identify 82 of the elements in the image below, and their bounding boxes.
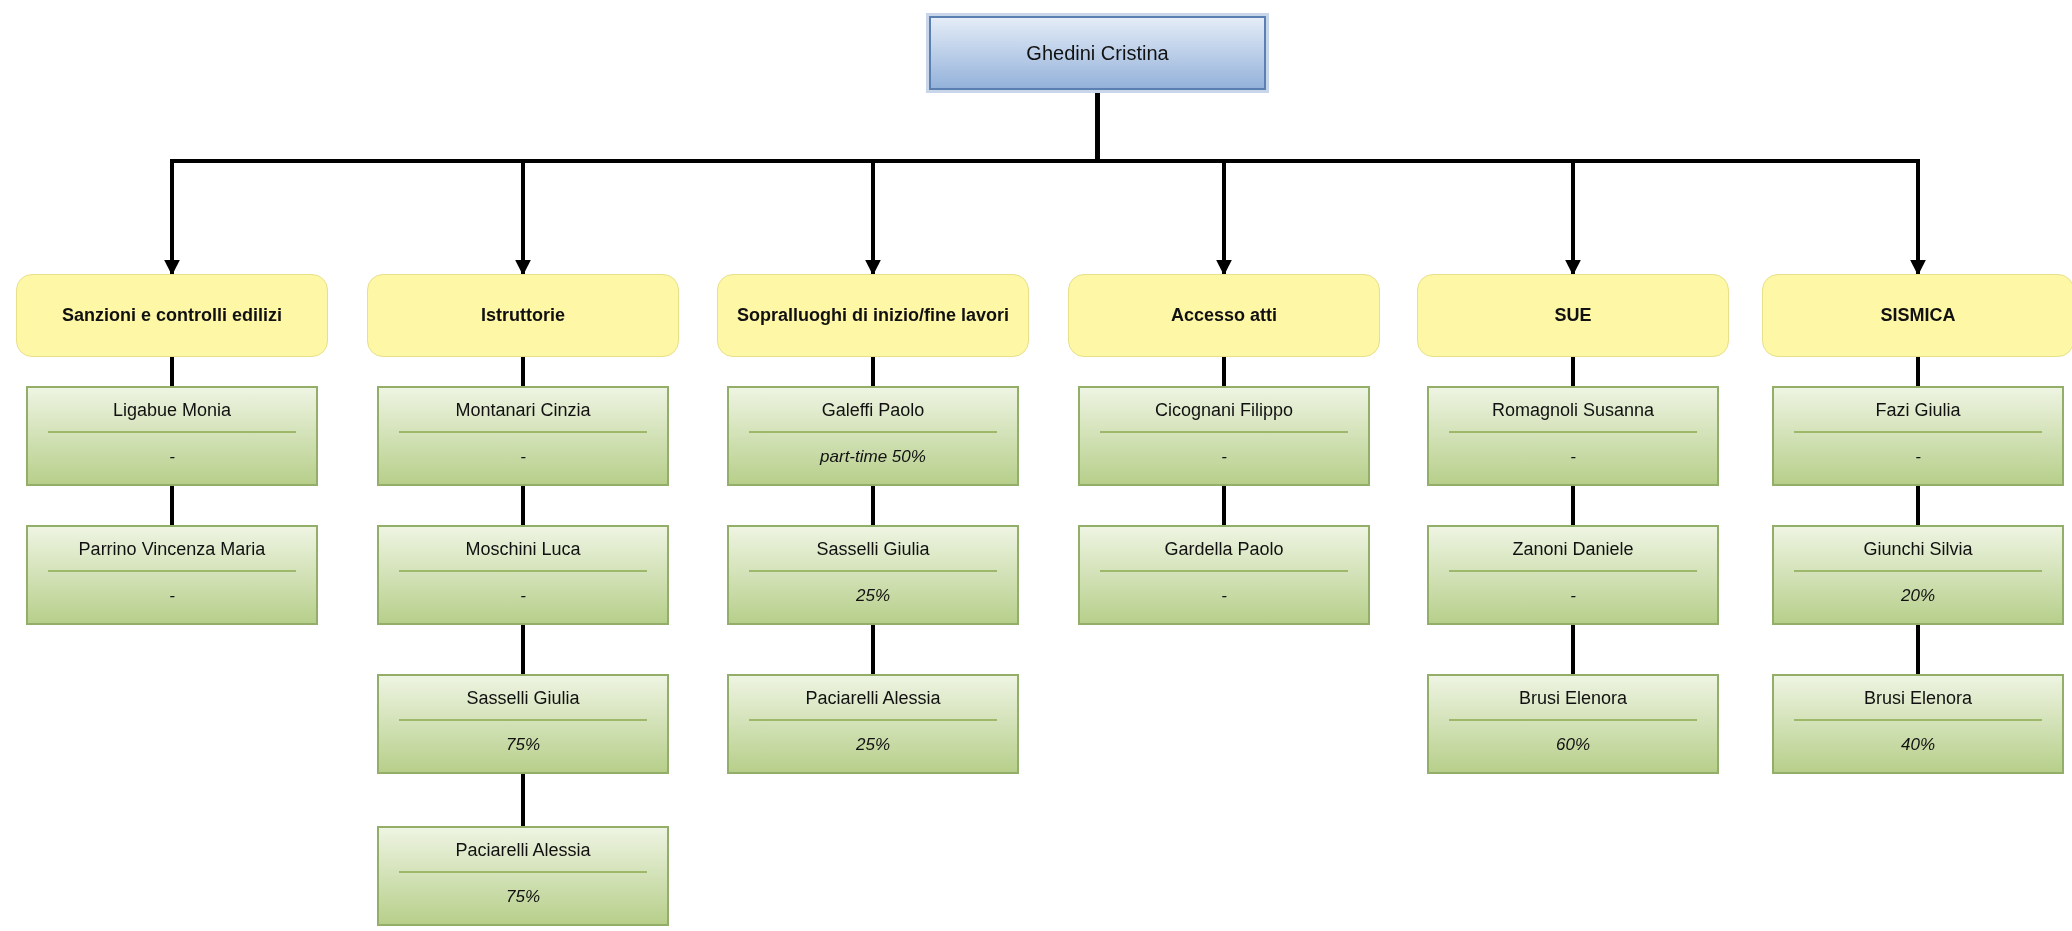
connector-line xyxy=(1571,625,1575,674)
connector-line xyxy=(1916,357,1920,386)
staff-box xyxy=(727,386,1019,486)
staff-box xyxy=(26,386,318,486)
staff-box xyxy=(727,525,1019,625)
staff-name: Moschini Luca xyxy=(465,539,581,560)
department-box xyxy=(1762,274,2072,357)
connector-line xyxy=(170,486,174,525)
staff-name: Cicognani Filippo xyxy=(1154,400,1294,421)
staff-name: Galeffi Paolo xyxy=(821,400,925,421)
staff-allocation: 75% xyxy=(506,887,540,907)
staff-name: Gardella Paolo xyxy=(1164,539,1284,560)
connector-line xyxy=(1222,486,1226,525)
connector-line xyxy=(871,357,875,386)
staff-name: Brusi Elenora xyxy=(1518,688,1628,709)
staff-allocation: 20% xyxy=(1901,586,1935,606)
department-box xyxy=(717,274,1029,357)
staff-allocation: part-time 50% xyxy=(820,447,926,467)
staff-name: Ligabue Monia xyxy=(112,400,232,421)
staff-name: Montanari Cinzia xyxy=(455,400,591,421)
staff-box xyxy=(1078,386,1370,486)
staff-box xyxy=(377,525,669,625)
connector-line xyxy=(521,357,525,386)
department-box xyxy=(1417,274,1729,357)
staff-name: Paciarelli Alessia xyxy=(455,840,591,861)
department-name: Sopralluoghi di inizio/fine lavori xyxy=(737,305,1009,326)
connector-line xyxy=(521,486,525,525)
staff-box xyxy=(377,386,669,486)
staff-allocation: 40% xyxy=(1901,735,1935,755)
staff-box xyxy=(1427,525,1719,625)
staff-box xyxy=(377,826,669,926)
staff-allocation: - xyxy=(169,586,175,606)
department-name: Istruttorie xyxy=(481,305,565,326)
staff-allocation: - xyxy=(520,586,526,606)
manager-box xyxy=(929,16,1266,90)
staff-allocation: - xyxy=(1570,447,1576,467)
staff-box xyxy=(1427,386,1719,486)
staff-allocation: - xyxy=(1915,447,1921,467)
department-box xyxy=(1068,274,1380,357)
staff-allocation: - xyxy=(520,447,526,467)
staff-name: Giunchi Silvia xyxy=(1863,539,1973,560)
department-box xyxy=(16,274,328,357)
staff-name: Fazi Giulia xyxy=(1875,400,1961,421)
connector-line xyxy=(871,625,875,674)
staff-allocation: 25% xyxy=(856,735,890,755)
connector-line xyxy=(871,486,875,525)
staff-allocation: 75% xyxy=(506,735,540,755)
staff-box xyxy=(1427,674,1719,774)
connector-line xyxy=(1916,625,1920,674)
connector-line xyxy=(1222,357,1226,386)
staff-name: Parrino Vincenza Maria xyxy=(78,539,266,560)
staff-allocation: - xyxy=(1570,586,1576,606)
connector-line xyxy=(1571,357,1575,386)
connector-line xyxy=(170,357,174,386)
staff-name: Brusi Elenora xyxy=(1863,688,1973,709)
staff-allocation: - xyxy=(1221,586,1227,606)
staff-allocation: - xyxy=(1221,447,1227,467)
staff-box xyxy=(377,674,669,774)
staff-name: Sasselli Giulia xyxy=(816,539,930,560)
manager-name: Ghedini Cristina xyxy=(1026,41,1169,65)
staff-box xyxy=(1078,525,1370,625)
connector-line xyxy=(521,625,525,674)
department-name: SUE xyxy=(1554,305,1592,326)
department-name: SISMICA xyxy=(1880,305,1956,326)
staff-box xyxy=(26,525,318,625)
department-name: Sanzioni e controlli edilizi xyxy=(62,305,282,326)
staff-box xyxy=(727,674,1019,774)
staff-name: Zanoni Daniele xyxy=(1512,539,1634,560)
staff-name: Paciarelli Alessia xyxy=(805,688,941,709)
staff-box xyxy=(1772,386,2064,486)
staff-allocation: - xyxy=(169,447,175,467)
staff-allocation: 25% xyxy=(856,586,890,606)
staff-box xyxy=(1772,525,2064,625)
department-name: Accesso atti xyxy=(1170,305,1278,326)
staff-box xyxy=(1772,674,2064,774)
department-box xyxy=(367,274,679,357)
staff-name: Sasselli Giulia xyxy=(466,688,580,709)
staff-name: Romagnoli Susanna xyxy=(1491,400,1655,421)
connector-line xyxy=(1571,486,1575,525)
connector-line xyxy=(1916,486,1920,525)
connector-line xyxy=(521,774,525,826)
staff-allocation: 60% xyxy=(1556,735,1590,755)
